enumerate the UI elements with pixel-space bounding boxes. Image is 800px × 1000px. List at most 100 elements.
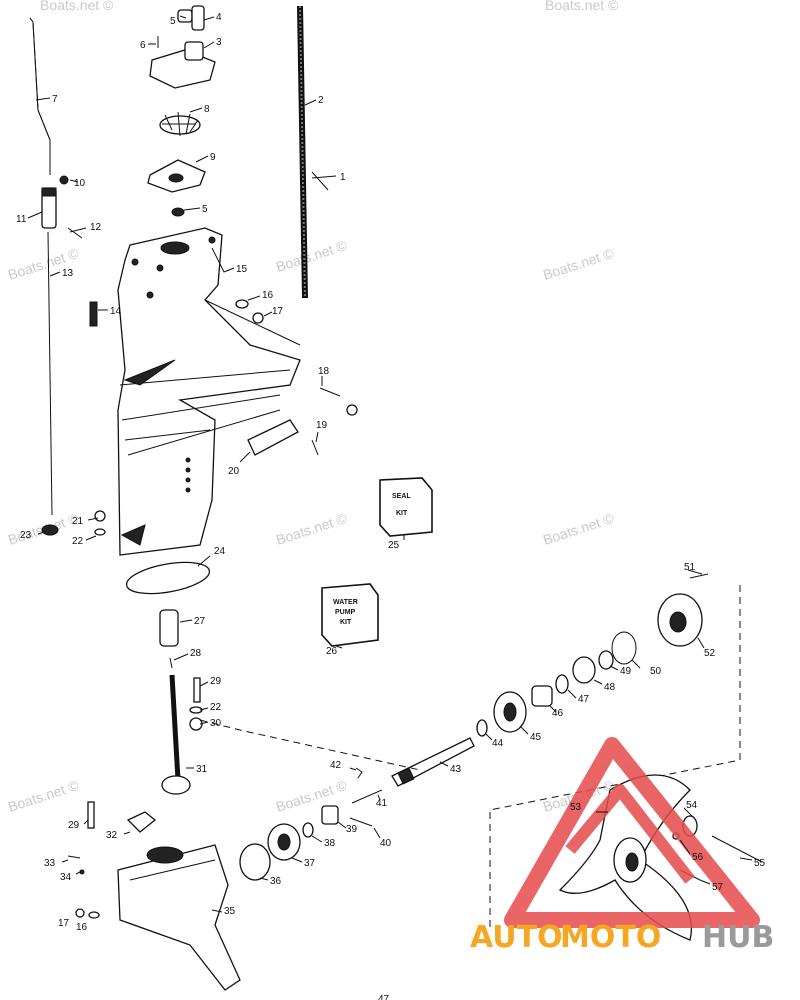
coupler-band (41, 187, 57, 197)
watermark: Boats.net © (274, 237, 349, 275)
sleeve-27 (159, 609, 179, 647)
pump-housing-3 (149, 49, 216, 89)
plate-20 (247, 419, 299, 456)
callout-48: 48 (604, 682, 616, 693)
callout-12: 12 (90, 222, 102, 233)
screw-33 (67, 855, 81, 859)
shift-rod-lower (47, 231, 53, 516)
shift-pin-41 (351, 789, 383, 804)
washer-47 (555, 674, 569, 694)
bracket-32 (126, 811, 157, 833)
callout-25: 25 (388, 540, 400, 551)
washer-22 (94, 528, 106, 536)
nut-10 (59, 175, 69, 185)
callout-10: 10 (74, 178, 86, 189)
ring-36 (239, 843, 271, 881)
callout-34: 34 (60, 872, 72, 883)
callout-54: 54 (686, 800, 698, 811)
seal-kit-text: KIT (396, 510, 408, 517)
page-number: 47 (378, 994, 390, 1000)
callout-28: 28 (190, 648, 202, 659)
callout-18: 18 (318, 366, 330, 377)
gasket-24 (125, 561, 211, 595)
callout-35: 35 (224, 906, 236, 917)
washer-16-lower (88, 911, 100, 919)
shift-rod-upper-highlight (29, 17, 51, 175)
bearing-carrier-52 (657, 593, 703, 647)
pump-kit-text: WATER (333, 599, 358, 606)
callout-16: 16 (262, 290, 274, 301)
watermark: Boats.net © (274, 510, 349, 548)
washer-16 (235, 299, 249, 309)
callout-5b: 5 (202, 204, 208, 215)
callout-33: 33 (44, 858, 56, 869)
callout-19: 19 (316, 420, 328, 431)
pin-55 (711, 835, 763, 863)
watermark: Boats.net © (40, 0, 114, 13)
nut-21 (94, 510, 106, 522)
automotohub-logo-text: AUTO MOTO HUB (470, 920, 774, 955)
callout-40: 40 (380, 838, 392, 849)
callout-17b: 17 (58, 918, 70, 929)
callout-5: 5 (170, 16, 176, 27)
callout-24: 24 (214, 546, 226, 557)
screw-19 (311, 439, 319, 456)
pump-kit-text: KIT (340, 619, 352, 626)
watermark: Boats.net © (545, 0, 619, 13)
washer-34 (79, 869, 85, 875)
callout-30: 30 (210, 718, 222, 729)
gear-45 (493, 691, 527, 733)
clip-42 (355, 767, 363, 779)
seal-kit-box: SEAL KIT (379, 477, 433, 537)
callout-29b: 29 (68, 820, 80, 831)
callout-1: 1 (340, 172, 346, 183)
screw-18-head (346, 404, 358, 416)
callout-50: 50 (650, 666, 662, 677)
callout-51: 51 (684, 562, 696, 573)
screw-18 (319, 387, 341, 397)
screw-17 (252, 312, 264, 324)
pump-housing-neck (184, 41, 204, 61)
watermark: Boats.net © (541, 510, 616, 548)
leader-lines (27, 15, 753, 913)
callout-8: 8 (204, 104, 210, 115)
callout-45: 45 (530, 732, 542, 743)
pin-28 (169, 657, 173, 669)
o-ring-50 (611, 631, 637, 665)
washer-38 (302, 822, 314, 838)
assembly-leader (199, 585, 741, 930)
seal-5 (171, 207, 185, 217)
pin-29-lower (87, 801, 95, 829)
logo-hub: HUB (702, 920, 774, 955)
impeller-8 (159, 111, 201, 137)
callout-3: 3 (216, 37, 222, 48)
callout-21: 21 (72, 516, 84, 527)
callout-46: 46 (552, 708, 564, 719)
screw-51 (689, 573, 709, 579)
watermark: Boats.net © (6, 777, 81, 815)
shift-rod-upper (29, 17, 51, 175)
callout-16b: 16 (76, 922, 88, 933)
bushing-23 (41, 524, 59, 536)
callout-36: 36 (270, 876, 282, 887)
callout-11: 11 (16, 214, 27, 225)
callout-6: 6 (140, 40, 146, 51)
callout-41: 41 (376, 798, 388, 809)
pinion-31 (161, 775, 191, 795)
cup-49 (598, 650, 614, 670)
callout-labels: 1 2 3 4 5 6 7 8 9 10 11 12 13 14 15 16 1… (16, 12, 766, 933)
callout-53: 53 (570, 802, 582, 813)
callout-57: 57 (712, 882, 724, 893)
callout-49: 49 (620, 666, 632, 677)
pin-12 (67, 227, 83, 239)
pin-29 (193, 677, 201, 703)
callout-27: 27 (194, 616, 206, 627)
washer-44 (476, 719, 488, 737)
screw-17-lower (75, 908, 85, 918)
seal-kit-text: SEAL (392, 493, 411, 500)
gearcase-35 (117, 844, 241, 991)
callout-7: 7 (52, 94, 58, 105)
tube-4 (191, 5, 205, 31)
